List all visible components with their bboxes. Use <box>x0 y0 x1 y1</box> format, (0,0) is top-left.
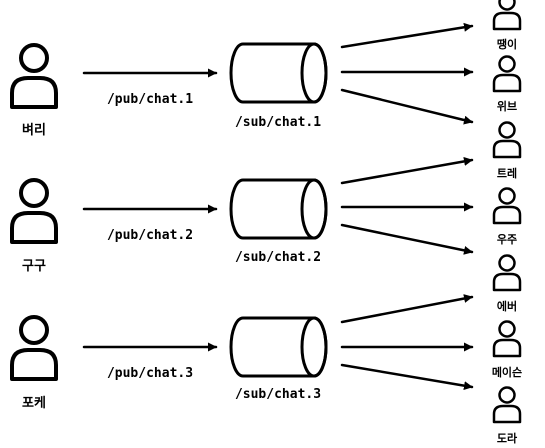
subscriber-5: 에버 <box>492 254 522 313</box>
subscriber-name: 도라 <box>497 431 518 445</box>
publisher-user-icon <box>10 43 58 109</box>
publisher-user-icon <box>10 315 58 381</box>
channel-cylinder-icon <box>229 42 328 104</box>
subscriber-user-icon <box>492 55 522 93</box>
publish-topic-label: /pub/chat.1 <box>107 92 193 107</box>
subscriber-1: 땡이 <box>492 0 522 51</box>
subscriber-3: 트레 <box>492 121 522 180</box>
subscriber-user-icon <box>492 320 522 358</box>
publish-topic-label: /pub/chat.3 <box>107 366 193 381</box>
publisher-row-1: 벼리 /pub/chat.1 /sub/chat.1 <box>10 22 474 138</box>
subscriber-user-icon <box>492 187 522 225</box>
deliver-arrow <box>340 363 474 391</box>
channel-cylinder-icon <box>229 178 328 240</box>
subscribe-topic-label: /sub/chat.2 <box>235 250 321 265</box>
subscriber-name: 우주 <box>497 233 517 246</box>
deliver-arrow <box>340 22 474 49</box>
subscribe-topic-label: /sub/chat.3 <box>235 387 321 402</box>
publisher-name: 구구 <box>22 259 46 274</box>
publisher-user-icon <box>10 178 58 244</box>
subscriber-name: 메이슨 <box>492 365 522 379</box>
channel-cylinder-icon <box>229 316 328 378</box>
subscriber-7: 도라 <box>492 386 522 445</box>
subscriber-user-icon <box>492 254 522 292</box>
subscriber-6: 메이슨 <box>492 320 522 379</box>
publisher-name: 벼리 <box>22 122 46 138</box>
subscriber-2: 위브 <box>492 55 522 113</box>
subscriber-name: 트레 <box>497 166 517 180</box>
publisher-row-2: 구구 /pub/chat.2 /sub/chat.2 <box>10 156 474 274</box>
subscribe-topic-label: /sub/chat.1 <box>235 115 321 130</box>
deliver-arrow <box>340 223 474 255</box>
subscriber-user-icon <box>492 0 522 31</box>
publish-topic-label: /pub/chat.2 <box>107 228 193 243</box>
deliver-arrow <box>340 88 474 125</box>
publisher-row-3: 포케 /pub/chat.3 /sub/chat.3 <box>10 294 474 411</box>
subscriber-name: 위브 <box>497 100 517 113</box>
subscriber-name: 땡이 <box>497 37 517 51</box>
publisher-name: 포케 <box>22 396 46 411</box>
subscriber-user-icon <box>492 386 522 424</box>
deliver-arrow <box>340 294 474 324</box>
deliver-arrow <box>340 156 474 185</box>
subscriber-user-icon <box>492 121 522 159</box>
subscriber-name: 에버 <box>497 299 517 313</box>
subscriber-4: 우주 <box>492 187 522 246</box>
